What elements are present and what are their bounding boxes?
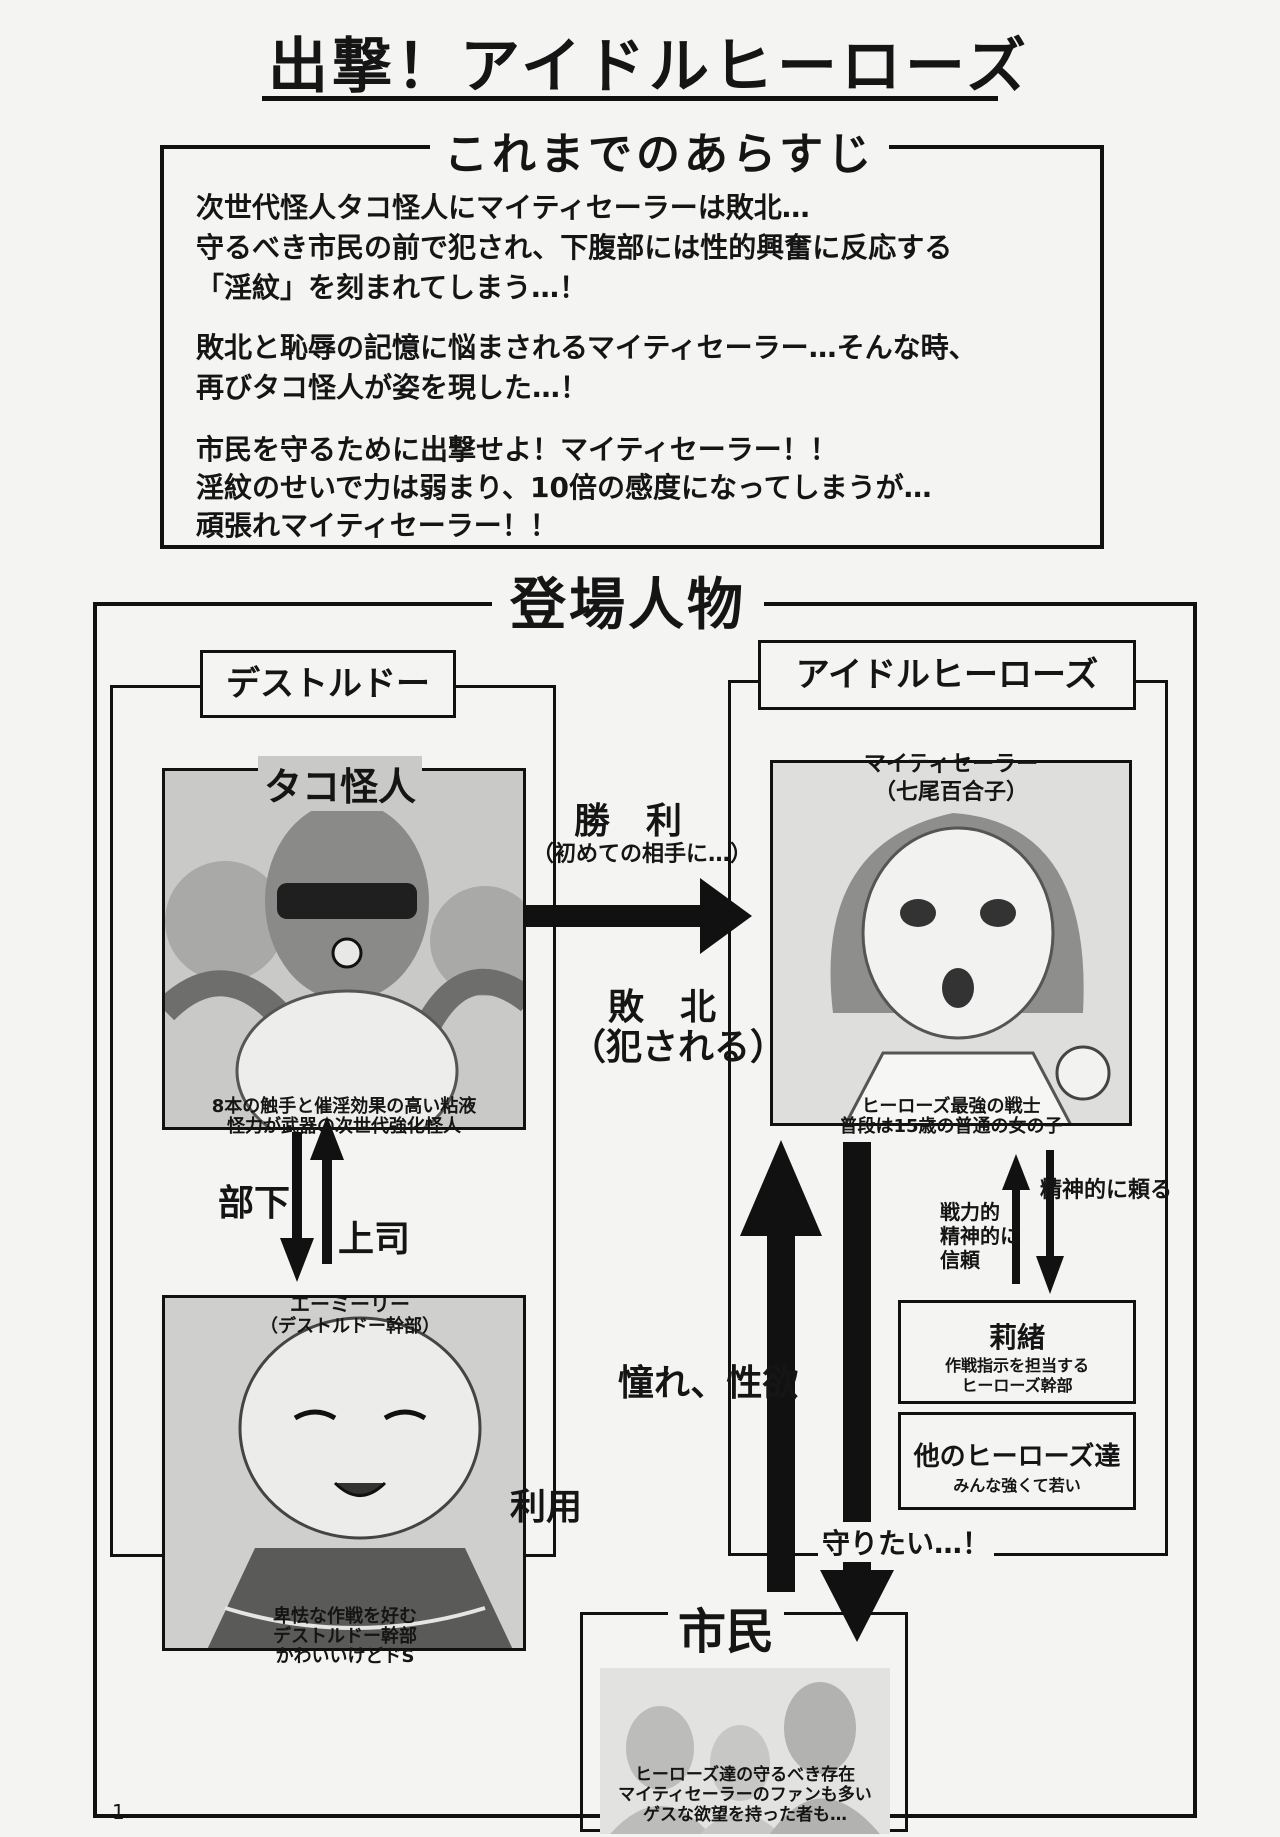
rely-label: 精神的に頼る bbox=[1040, 1178, 1173, 1203]
citizens-illustration bbox=[610, 1682, 880, 1834]
citizens-desc: ゲスな欲望を持った者も… bbox=[643, 1805, 847, 1825]
idol-heroes-label: アイドルヒーローズ bbox=[758, 640, 1136, 710]
page-title: 出撃！アイドルヒーローズ bbox=[268, 32, 1030, 102]
emily-desc: かわいいけどドS bbox=[275, 1646, 415, 1667]
title-underline bbox=[262, 96, 998, 101]
synopsis-line: 守るべき市民の前で犯され、下腹部には性的興奮に反応する bbox=[196, 231, 953, 264]
lose-note: （犯される） bbox=[570, 1027, 787, 1068]
tako-desc: 怪力が武器の次世代強化怪人 bbox=[227, 1116, 461, 1137]
tako-portrait bbox=[162, 768, 526, 1130]
mighty-sailor-name: マイティセーラー bbox=[863, 752, 1039, 777]
emily-illustration bbox=[207, 1316, 513, 1648]
mighty-sailor-desc: 普段は15歳の普通の女の子 bbox=[839, 1116, 1063, 1137]
rely-arrow bbox=[1036, 1150, 1064, 1294]
emily-name: エーミーリー bbox=[290, 1292, 410, 1316]
win-note: （初めての相手に…） bbox=[532, 842, 753, 867]
win-arrow bbox=[526, 878, 752, 954]
emily-desc: 卑怯な作戦を好む bbox=[273, 1606, 417, 1627]
trust-label: 戦力的 bbox=[940, 1200, 1000, 1224]
tako-illustration bbox=[165, 801, 523, 1127]
subordinate-arrow bbox=[280, 1132, 314, 1282]
synopsis-line: 敗北と恥辱の記憶に悩まされるマイティセーラー…そんな時、 bbox=[196, 331, 977, 364]
rio-box bbox=[898, 1300, 1136, 1404]
use-label: 利用 bbox=[510, 1487, 583, 1528]
boss-label: 上司 bbox=[338, 1219, 411, 1260]
trust-label: 信頼 bbox=[940, 1248, 980, 1272]
synopsis-line: 市民を守るために出撃せよ！マイティセーラー！！ bbox=[196, 433, 838, 466]
rio-name: 莉緒 bbox=[988, 1321, 1045, 1354]
page-number: 1 bbox=[112, 1800, 125, 1824]
citizens-name: 市民 bbox=[668, 1592, 785, 1662]
destoldo-label: デストルドー bbox=[200, 650, 456, 718]
emily-desc: デストルドー幹部 bbox=[273, 1626, 417, 1647]
subordinate-label: 部下 bbox=[218, 1183, 291, 1224]
mighty-sailor-portrait bbox=[770, 760, 1132, 1126]
mighty-sailor-desc: ヒーローズ最強の戦士 bbox=[861, 1096, 1041, 1117]
synopsis-line: 淫紋のせいで力は弱まり、10倍の感度になってしまうが… bbox=[196, 471, 932, 504]
emily-portrait bbox=[162, 1295, 526, 1651]
admire-label: 憧れ、性欲 bbox=[618, 1363, 799, 1404]
synopsis-line: 次世代怪人タコ怪人にマイティセーラーは敗北… bbox=[196, 191, 810, 224]
synopsis-line: 頑張れマイティセーラー！！ bbox=[196, 509, 558, 542]
citizens-desc: マイティセーラーのファンも多い bbox=[618, 1785, 872, 1805]
rio-desc: 作戦指示を担当する bbox=[944, 1356, 1089, 1375]
citizens-desc: ヒーローズ達の守るべき存在 bbox=[634, 1765, 856, 1785]
mighty-sailor-illustration bbox=[830, 813, 1111, 1123]
emily-role: （デストルドー幹部） bbox=[260, 1316, 440, 1337]
citizens-portrait bbox=[600, 1668, 890, 1834]
rio-desc: ヒーローズ幹部 bbox=[961, 1376, 1073, 1395]
other-heroes-name: 他のヒーローズ達 bbox=[913, 1442, 1121, 1472]
tako-name: タコ怪人 bbox=[258, 756, 423, 811]
trust-label: 精神的に bbox=[940, 1224, 1020, 1248]
synopsis-line: 再びタコ怪人が姿を現した…！ bbox=[196, 371, 589, 404]
admire-arrow bbox=[740, 1140, 822, 1592]
other-heroes-desc: みんな強くて若い bbox=[953, 1476, 1081, 1495]
characters-heading: 登場人物 bbox=[492, 560, 764, 641]
lose-label: 敗 北 bbox=[608, 987, 717, 1028]
mighty-sailor-real-name: （七尾百合子） bbox=[873, 780, 1028, 805]
win-label: 勝 利 bbox=[574, 801, 683, 842]
protect-arrow bbox=[820, 1142, 894, 1642]
trust-arrow bbox=[1002, 1154, 1030, 1284]
synopsis-line: 「淫紋」を刻まれてしまう…！ bbox=[196, 271, 588, 304]
tako-desc: 8本の触手と催淫効果の高い粘液 bbox=[211, 1096, 477, 1117]
synopsis-heading: これまでのあらすじ bbox=[430, 118, 890, 182]
protect-label: 守りたい…！ bbox=[818, 1522, 995, 1562]
other-heroes-box bbox=[898, 1412, 1136, 1510]
boss-arrow bbox=[310, 1116, 344, 1264]
